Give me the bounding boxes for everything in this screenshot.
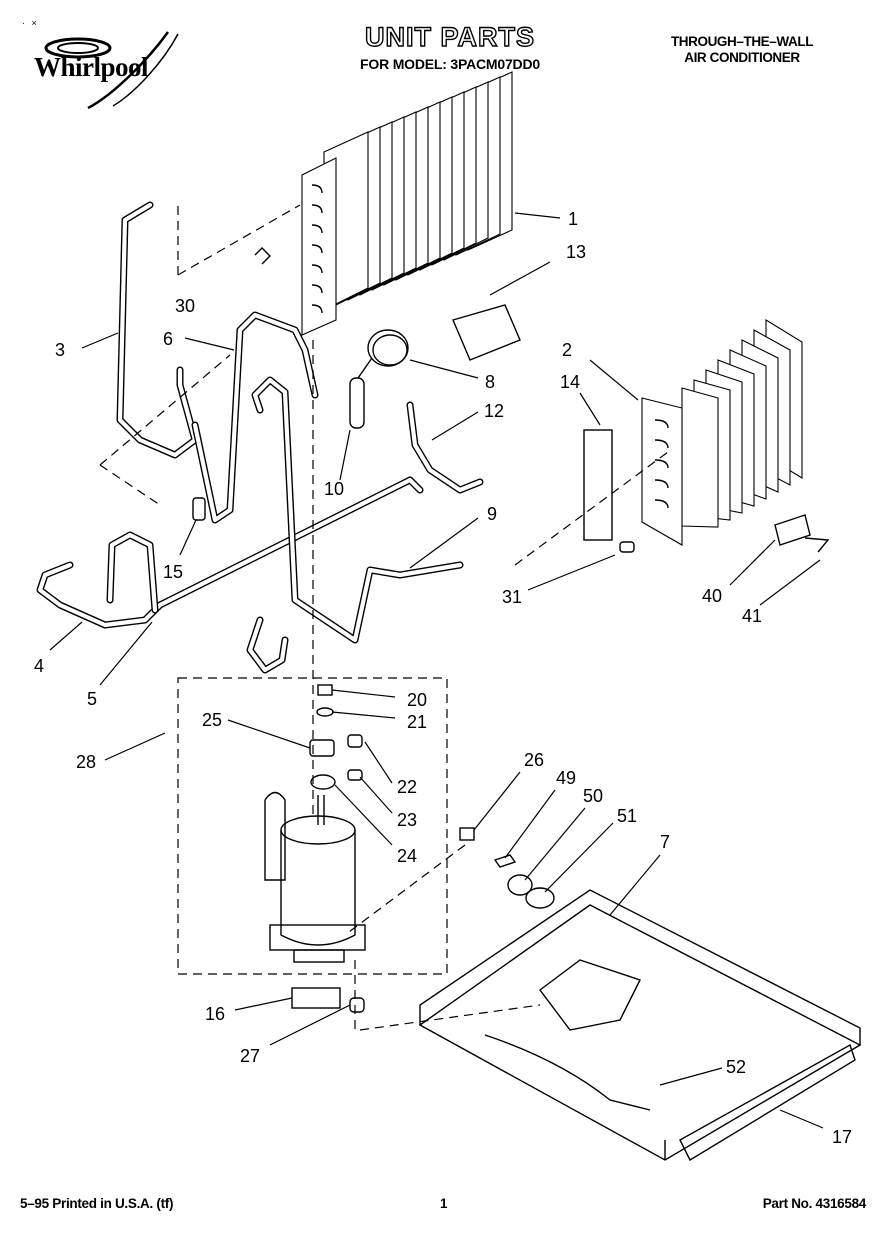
callout-31: 31: [502, 587, 522, 607]
strainer: [349, 377, 365, 429]
callout-21: 21: [407, 712, 427, 732]
callout-23: 23: [397, 810, 417, 830]
callout-8: 8: [485, 372, 495, 392]
callout-25: 25: [202, 710, 222, 730]
print-info: 5–95 Printed in U.S.A. (tf): [20, 1196, 174, 1211]
callout-30: 30: [175, 296, 195, 316]
leader-lines: [49, 212, 824, 1129]
callout-9: 9: [487, 504, 497, 524]
callout-49: 49: [556, 768, 576, 788]
corner-mark: · ×: [22, 18, 39, 28]
assembly-lines: [99, 200, 669, 1031]
condenser-coil: [641, 319, 803, 546]
callout-labels: 1 2 3 4 5 6 7 8 9 10 12 13 14 15 16 17 2…: [34, 209, 852, 1147]
callout-6: 6: [163, 329, 173, 349]
callout-15: 15: [163, 562, 183, 582]
brand-wordmark: Whirlpool: [34, 52, 149, 82]
callout-22: 22: [397, 777, 417, 797]
refrigerant-tubing: [36, 201, 484, 674]
callout-51: 51: [617, 806, 637, 826]
whirlpool-logo: [44, 31, 179, 110]
callout-2: 2: [562, 340, 572, 360]
callout-28: 28: [76, 752, 96, 772]
callout-50: 50: [583, 786, 603, 806]
product-type-title: THROUGH–THE–WALL AIR CONDITIONER: [632, 34, 852, 66]
evaporator-coil: [301, 71, 513, 336]
capillary-tube: [357, 329, 409, 379]
page-title: UNIT PARTS: [364, 21, 535, 52]
callout-40: 40: [702, 586, 722, 606]
callout-10: 10: [324, 479, 344, 499]
product-type-line-1: THROUGH–THE–WALL: [670, 34, 814, 49]
callout-5: 5: [87, 689, 97, 709]
callout-1: 1: [568, 209, 578, 229]
callout-12: 12: [484, 401, 504, 421]
callout-4: 4: [34, 656, 44, 676]
compressor: [264, 791, 366, 963]
callout-27: 27: [240, 1046, 260, 1066]
part-number: Part No. 4316584: [762, 1196, 867, 1211]
page-number: 1: [440, 1196, 448, 1211]
product-type-line-2: AIR CONDITIONER: [684, 50, 800, 65]
callout-3: 3: [55, 340, 65, 360]
callout-7: 7: [660, 832, 670, 852]
base-pan: [418, 889, 862, 1161]
callout-52: 52: [726, 1057, 746, 1077]
callout-41: 41: [742, 606, 762, 626]
model-subtitle: FOR MODEL: 3PACM07DD0: [360, 56, 540, 72]
callout-13: 13: [566, 242, 586, 262]
callout-24: 24: [397, 846, 417, 866]
callout-14: 14: [560, 372, 580, 392]
callout-20: 20: [407, 690, 427, 710]
callout-17: 17: [832, 1127, 852, 1147]
callout-26: 26: [524, 750, 544, 770]
callout-16: 16: [205, 1004, 225, 1024]
